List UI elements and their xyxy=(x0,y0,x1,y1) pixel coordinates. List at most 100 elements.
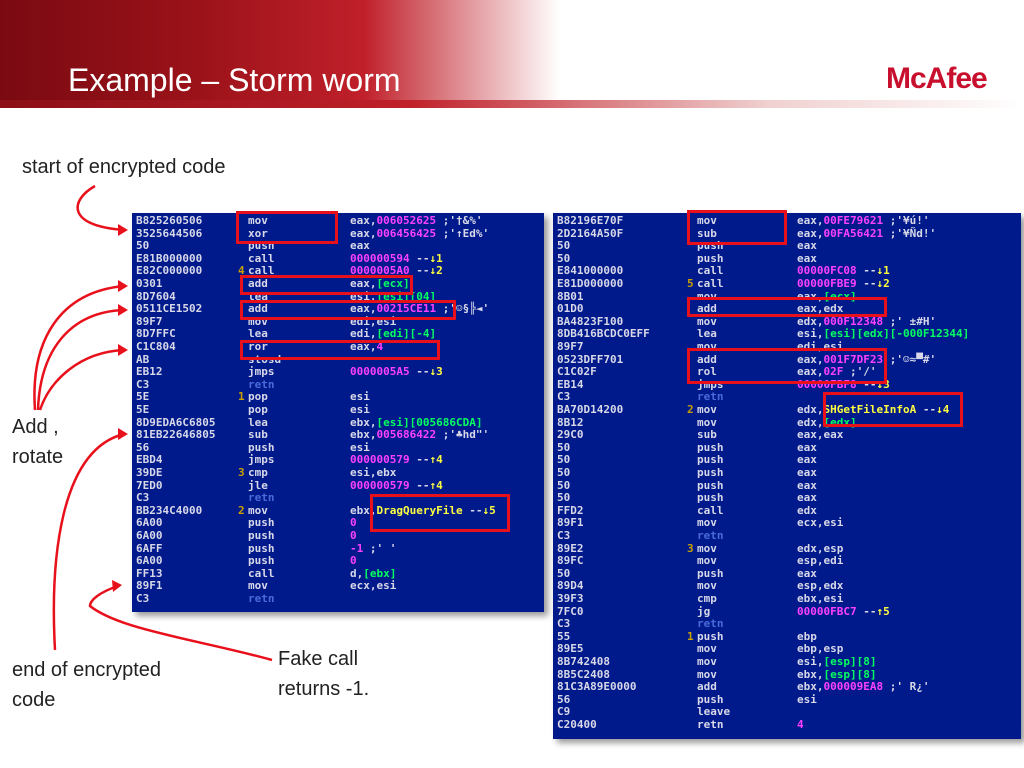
asm-operands: edi,[edi][-4] xyxy=(350,327,437,341)
asm-address: 2D2164A50F xyxy=(557,226,624,240)
asm-mnemonic: mov xyxy=(697,415,717,429)
asm-operands: ebx,[esi][005686CDA] xyxy=(350,415,483,429)
asm-operands: eax,02F ;'/' xyxy=(797,365,877,379)
asm-operands: eax,edx xyxy=(797,302,844,316)
asm-mnemonic: ror xyxy=(248,340,268,353)
asm-mnemonic: retn xyxy=(697,390,724,404)
asm-operands: eax xyxy=(797,251,817,265)
asm-address: 8D7604 xyxy=(136,289,176,303)
asm-address: 50 xyxy=(557,566,571,580)
asm-operands: 000000594 --↓1 xyxy=(350,251,443,265)
asm-mnemonic: mov xyxy=(697,214,717,227)
asm-address: 50 xyxy=(557,440,571,454)
asm-operands: ebp,esp xyxy=(797,642,844,656)
highlight-box-add-const xyxy=(240,300,456,320)
asm-line[interactable]: 50 push eax xyxy=(553,566,1021,581)
asm-mnemonic: mov xyxy=(697,541,717,555)
asm-address: AB xyxy=(136,352,150,366)
asm-operands: esp,edi xyxy=(797,554,844,568)
asm-mnemonic: push xyxy=(248,529,275,542)
asm-mnemonic: mov xyxy=(248,579,268,593)
asm-operands: 00000FBE9 --↓2 xyxy=(797,277,890,290)
asm-address: 89FC xyxy=(557,554,584,568)
asm-operands: ecx,esi xyxy=(350,579,397,593)
asm-operands: eax xyxy=(797,239,817,253)
asm-mnemonic: call xyxy=(697,503,724,517)
asm-operands: 000000579 --↑4 xyxy=(350,453,443,467)
asm-operands: esi,ebx xyxy=(350,466,397,479)
asm-operands: eax xyxy=(797,491,817,505)
label-end-line2: code xyxy=(12,689,56,711)
asm-operands: eax xyxy=(797,566,817,580)
asm-mnemonic: push xyxy=(697,566,724,580)
asm-mnemonic: leave xyxy=(697,705,731,719)
asm-operands: eax,eax xyxy=(797,428,844,442)
